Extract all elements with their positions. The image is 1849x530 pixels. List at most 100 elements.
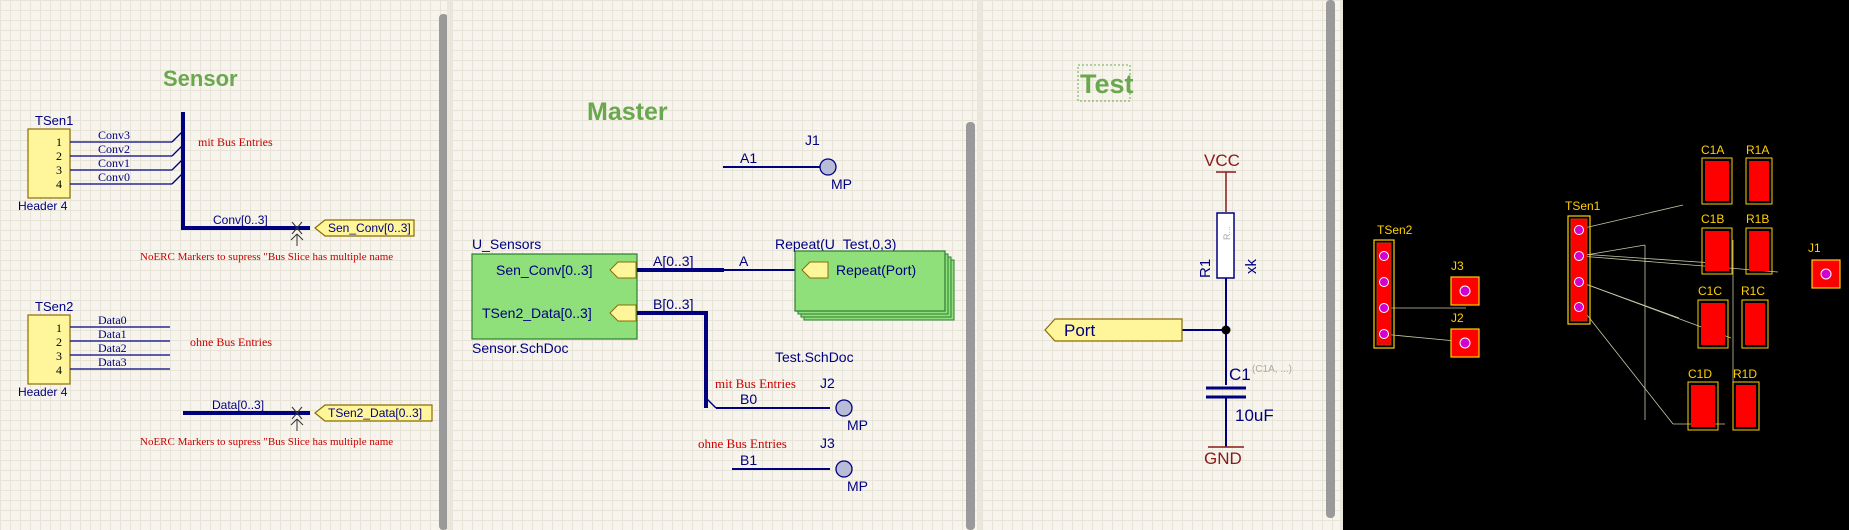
- j3-net-label: B1: [740, 452, 757, 468]
- master-scrollbar[interactable]: [966, 122, 975, 530]
- c1-value: 10uF: [1235, 406, 1274, 425]
- j1-pin[interactable]: [819, 158, 837, 176]
- pcb-c1d[interactable]: C1D: [1687, 367, 1719, 431]
- j3-designator: J3: [820, 435, 835, 451]
- repeat-filename: Test.SchDoc: [775, 349, 854, 365]
- port-sen-conv[interactable]: [314, 219, 415, 237]
- j3-comment: MP: [847, 478, 868, 494]
- tsen1-net-conv1: Conv1: [98, 156, 130, 170]
- pcb-j2-label: J2: [1451, 311, 1464, 325]
- pcb-tsen2-footprint[interactable]: [1373, 239, 1395, 349]
- tsen2-pin-4: 4: [56, 363, 62, 377]
- master-schematic: Master J1 A1 MP U_Sensors Sen_Conv[0..3]…: [471, 98, 955, 494]
- tsen1-designator: TSen1: [35, 113, 73, 128]
- svg-text:R1B: R1B: [1746, 212, 1769, 226]
- j2-pin[interactable]: [835, 399, 853, 417]
- bus-conv[interactable]: [181, 112, 310, 230]
- entry-sen-conv[interactable]: [609, 261, 637, 279]
- pcb-r1a[interactable]: R1A: [1745, 143, 1773, 205]
- r1-designator: R1: [1197, 259, 1214, 278]
- bus-data-label: Data[0..3]: [212, 398, 264, 412]
- pcb-r1c[interactable]: R1C: [1741, 284, 1769, 349]
- ratsnest: [1381, 204, 1779, 425]
- c1-channels: (C1A, ...): [1252, 364, 1292, 375]
- tsen2-net-data2: Data2: [98, 341, 127, 355]
- sensor-scrollbar[interactable]: [439, 14, 447, 530]
- tsen1-body[interactable]: [27, 128, 71, 199]
- r1-body[interactable]: [1216, 212, 1235, 279]
- port-tsen2-data-label: TSen2_Data[0..3]: [328, 406, 422, 420]
- noerc-note-1: NoERC Markers to supress "Bus Slice has …: [140, 251, 393, 263]
- pcb-r1b[interactable]: R1B: [1745, 212, 1773, 275]
- svg-text:C1B: C1B: [1701, 212, 1724, 226]
- bus-conv-label: Conv[0..3]: [213, 213, 268, 227]
- tsen2-net-data0: Data0: [98, 313, 127, 327]
- entry-tsen2-data[interactable]: [609, 304, 637, 322]
- test-schematic: Test VCC R... R1 xk xk Port C1 (C1A, ...…: [1044, 64, 1292, 468]
- port-port[interactable]: [1044, 318, 1183, 342]
- repeat-sheet-symbol[interactable]: [794, 250, 946, 312]
- entry-sen-conv-label: Sen_Conv[0..3]: [496, 262, 593, 278]
- r1-body-text: R...: [1222, 226, 1232, 240]
- tsen1-net-conv2: Conv2: [98, 142, 130, 156]
- svg-text:R1D: R1D: [1733, 367, 1757, 381]
- j3-pin[interactable]: [835, 460, 853, 478]
- tsen2-net-data1: Data1: [98, 327, 127, 341]
- port-port-label: Port: [1064, 321, 1095, 340]
- u-sensors-designator: U_Sensors: [472, 236, 541, 252]
- noerc-marker-1: [290, 221, 304, 246]
- u-sensors-filename: Sensor.SchDoc: [472, 340, 569, 356]
- test-sheet-pane[interactable]: Test VCC R... R1 xk xk Port C1 (C1A, ...…: [982, 0, 1340, 530]
- r1-value-vertical: xk: [1243, 259, 1260, 275]
- j1-comment: MP: [831, 176, 852, 192]
- pcb-tsen1-label: TSen1: [1565, 199, 1601, 213]
- tsen2-pin-3: 3: [56, 349, 62, 363]
- tsen1-comment: Header 4: [18, 199, 68, 213]
- port-tsen2-data[interactable]: [314, 404, 433, 422]
- pcb-r1d[interactable]: R1D: [1732, 367, 1760, 431]
- pcb-j1-label: J1: [1808, 241, 1821, 255]
- pcb-c1c[interactable]: C1C: [1697, 284, 1729, 349]
- master-note-no-bus-entries: ohne Bus Entries: [698, 436, 787, 451]
- test-title: Test: [1080, 69, 1134, 99]
- pcb-c1b[interactable]: C1B: [1701, 212, 1733, 275]
- tsen1-net-conv3: Conv3: [98, 128, 130, 142]
- noerc-marker-2: [290, 406, 304, 431]
- sensor-schematic: Sensor TSen1 1 2 3 4 Header 4 Conv3 Conv…: [18, 66, 433, 448]
- bus-b-label: B[0..3]: [653, 296, 693, 312]
- sensor-sheet-pane[interactable]: Sensor TSen1 1 2 3 4 Header 4 Conv3 Conv…: [0, 0, 447, 530]
- note-no-bus-entries: ohne Bus Entries: [190, 335, 272, 349]
- tsen1-pin-1: 1: [56, 135, 62, 149]
- master-note-bus-entries: mit Bus Entries: [715, 376, 796, 391]
- tsen1-pin-3: 3: [56, 163, 62, 177]
- noerc-note-2: NoERC Markers to supress "Bus Slice has …: [140, 436, 393, 448]
- bus-a-label: A[0..3]: [653, 253, 693, 269]
- junction: [1221, 325, 1231, 335]
- svg-text:R1C: R1C: [1741, 284, 1765, 298]
- port-sen-conv-label: Sen_Conv[0..3]: [328, 221, 411, 235]
- j1-net-label: A1: [740, 150, 757, 166]
- svg-text:C1A: C1A: [1701, 143, 1724, 157]
- entry-tsen2-data-label: TSen2_Data[0..3]: [482, 305, 592, 321]
- pcb-tsen2-label: TSen2: [1377, 223, 1413, 237]
- test-title-frame[interactable]: [1077, 64, 1131, 102]
- j2-designator: J2: [820, 375, 835, 391]
- entry-repeat-port[interactable]: [801, 261, 829, 279]
- u-sensors-sheet-symbol[interactable]: [471, 253, 638, 340]
- tsen1-pin-2: 2: [56, 149, 62, 163]
- tsen2-pin-1: 1: [56, 321, 62, 335]
- note-bus-entries: mit Bus Entries: [198, 135, 273, 149]
- tsen2-body[interactable]: [27, 314, 71, 385]
- test-scrollbar[interactable]: [1326, 0, 1335, 518]
- j2-comment: MP: [847, 417, 868, 433]
- pcb-tsen1-footprint[interactable]: [1567, 215, 1591, 325]
- pcb-pane[interactable]: TSen2 J3 J2 TSen1 J1 C1A R1A C1B R1B: [1343, 0, 1849, 530]
- vcc-label: VCC: [1204, 151, 1240, 170]
- bus-b[interactable]: [637, 311, 708, 408]
- c1-designator: C1: [1229, 365, 1251, 384]
- tsen1-net-conv0: Conv0: [98, 170, 130, 184]
- pcb-c1a[interactable]: C1A: [1701, 143, 1733, 205]
- master-sheet-pane[interactable]: Master J1 A1 MP U_Sensors Sen_Conv[0..3]…: [452, 0, 977, 530]
- master-title: Master: [587, 98, 668, 126]
- tsen1-pin-4: 4: [56, 177, 62, 191]
